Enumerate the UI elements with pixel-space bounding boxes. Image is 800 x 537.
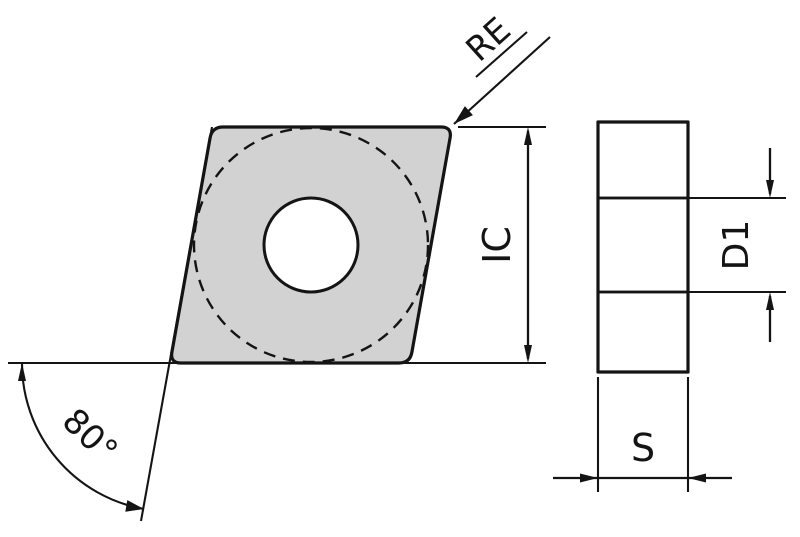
ic-arrowhead-bottom — [524, 345, 532, 363]
side-view-hole-band — [596, 196, 690, 294]
angle-arc-arrowhead-bottom — [125, 500, 144, 512]
ic-arrowhead-top — [524, 127, 532, 145]
re-leader-line — [453, 36, 551, 125]
corner-radius-label: RE — [458, 10, 518, 70]
d1-arrowhead-bottom — [766, 292, 774, 310]
side-view-outline — [596, 120, 690, 374]
center-hole — [262, 196, 360, 294]
angle-arc-arrowhead-top — [18, 363, 26, 381]
d1-arrowhead-top — [766, 180, 774, 198]
angle-arc — [20, 362, 145, 511]
inscribed-circle-dashed — [192, 126, 430, 364]
re-arrowhead — [454, 106, 473, 124]
side-view-bottom-band — [596, 290, 690, 374]
side-view-top-band — [596, 120, 690, 200]
corner-angle-label: 80° — [54, 401, 125, 472]
insert-front-view: 80° RE IC — [8, 10, 551, 522]
s-arrowhead-left — [580, 473, 598, 483]
thickness-label: S — [631, 426, 655, 470]
s-arrowhead-right — [688, 473, 706, 483]
re-underline — [475, 31, 528, 78]
inscribed-circle-label: IC — [475, 226, 519, 264]
hole-diameter-label: D1 — [716, 220, 757, 271]
insert-side-view: D1 S — [553, 120, 786, 492]
